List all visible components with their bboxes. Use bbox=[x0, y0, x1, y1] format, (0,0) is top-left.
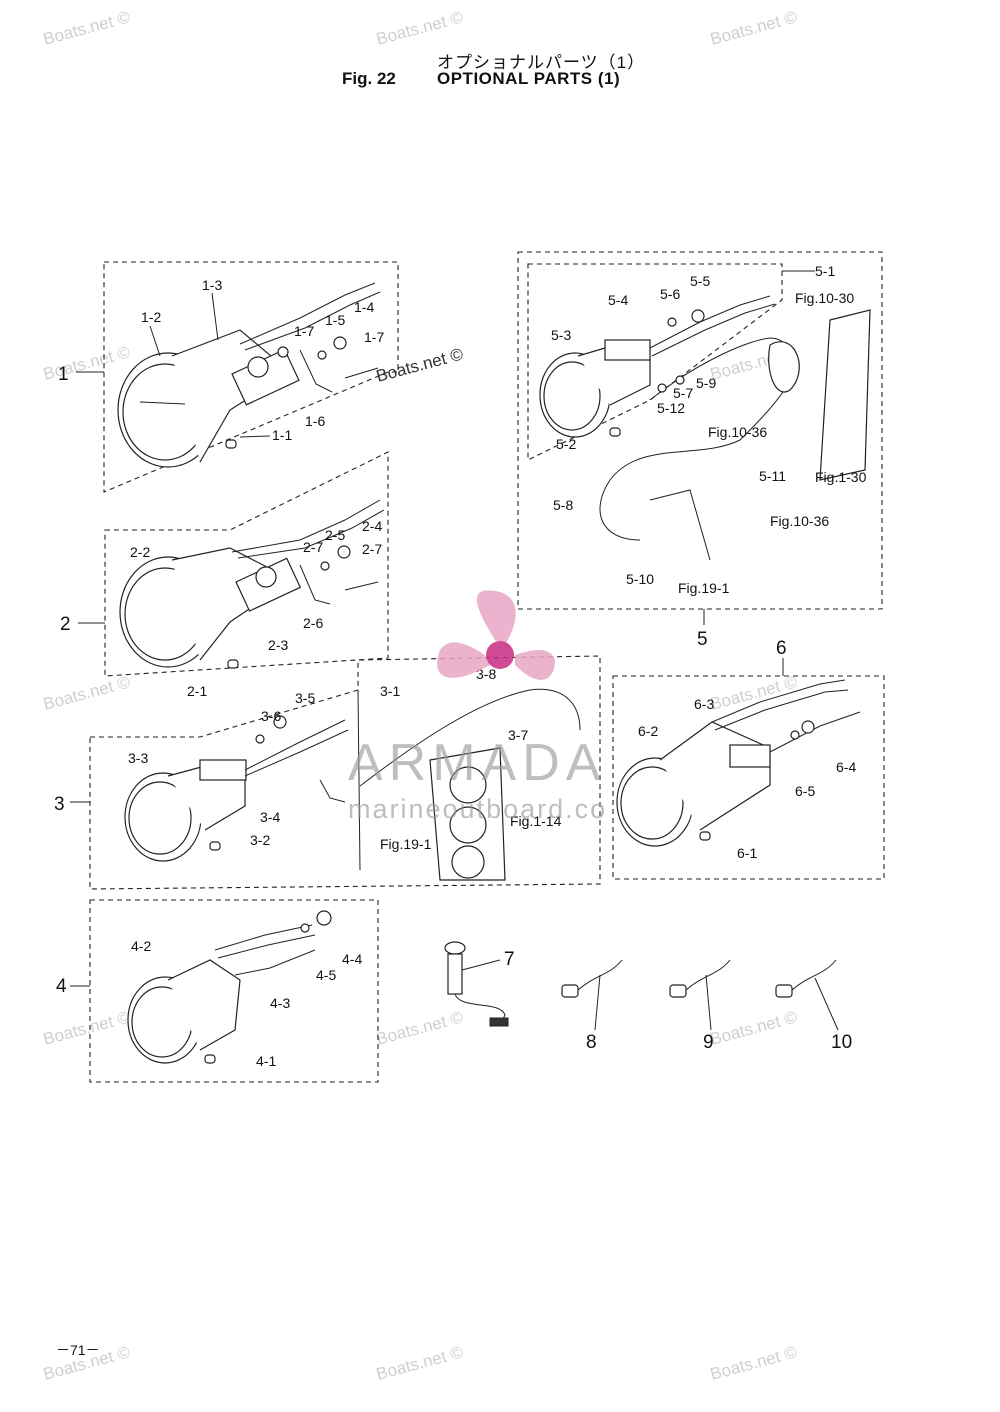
part-callout: 4-5 bbox=[316, 967, 336, 983]
reference-label: Fig.10-30 bbox=[795, 290, 854, 306]
part-callout: 3-8 bbox=[476, 666, 496, 682]
part-callout: 3-7 bbox=[508, 727, 528, 743]
part-callout: 3-6 bbox=[261, 708, 281, 724]
part-callout: 6-1 bbox=[737, 845, 757, 861]
item-7: 7 bbox=[444, 941, 515, 1027]
part-callout: 4-3 bbox=[270, 995, 290, 1011]
watermark-tagline: marineoutboard.co bbox=[348, 794, 607, 824]
assembly-4: 4 4-2 4-4 4-5 4-3 4-1 bbox=[56, 899, 379, 1083]
assembly-label-4: 4 bbox=[56, 976, 67, 997]
part-callout: 2-7 bbox=[362, 541, 382, 557]
reference-label: Fig.10-36 bbox=[770, 513, 829, 529]
figure-title-japanese: オプショナルパーツ（1） bbox=[437, 53, 646, 72]
figure-number: Fig. 22 bbox=[342, 69, 396, 88]
part-callout: 5-2 bbox=[556, 436, 576, 452]
assembly-label-2: 2 bbox=[60, 614, 71, 635]
part-callout: 4-1 bbox=[256, 1053, 276, 1069]
part-callout: 1-6 bbox=[305, 413, 325, 429]
part-callout: 2-3 bbox=[268, 637, 288, 653]
part-callout: 1-7 bbox=[364, 329, 384, 345]
page-number: －71－ bbox=[56, 1342, 100, 1358]
assembly-label-1: 1 bbox=[58, 364, 69, 385]
part-callout: 5-11 bbox=[759, 468, 786, 484]
part-callout: 5-1 bbox=[815, 263, 835, 279]
item-9: 9 bbox=[669, 959, 731, 1053]
reference-label: Fig.1-14 bbox=[510, 813, 562, 829]
part-callout: 5-7 bbox=[673, 385, 693, 401]
part-callout: 1-1 bbox=[272, 427, 292, 443]
item-label-10: 10 bbox=[831, 1032, 852, 1053]
part-callout: 1-7 bbox=[294, 323, 314, 339]
part-callout: 5-12 bbox=[657, 400, 685, 416]
part-callout: 3-5 bbox=[295, 690, 315, 706]
part-callout: 1-2 bbox=[141, 309, 161, 325]
watermark-text: Boats.net © bbox=[41, 1007, 132, 1049]
part-callout: 6-4 bbox=[836, 759, 856, 775]
figure-title: OPTIONAL PARTS (1) bbox=[437, 69, 621, 88]
watermark-layer: Boats.net © Boats.net © Boats.net © Boat… bbox=[41, 7, 799, 1384]
part-callout: 5-4 bbox=[608, 292, 628, 308]
watermark-text: Boats.net © bbox=[708, 672, 799, 714]
part-callout: 5-3 bbox=[551, 327, 571, 343]
part-callout: 2-7 bbox=[303, 539, 323, 555]
item-10: 10 bbox=[775, 959, 852, 1053]
part-callout: 5-10 bbox=[626, 571, 654, 587]
watermark-text: Boats.net © bbox=[374, 7, 465, 49]
watermark-text: Boats.net © bbox=[374, 1007, 465, 1049]
part-callout: 5-5 bbox=[690, 273, 710, 289]
watermark-text: Boats.net © bbox=[708, 1342, 799, 1384]
assembly-label-6: 6 bbox=[776, 638, 787, 659]
item-label-7: 7 bbox=[504, 949, 515, 970]
part-callout: 2-4 bbox=[362, 518, 382, 534]
assembly-2: 2 2-2 2-4 2-5 2-7 2-7 2-6 2-3 2-1 bbox=[60, 451, 389, 699]
part-callout: 6-5 bbox=[795, 783, 815, 799]
watermark-text: Boats.net © bbox=[708, 7, 799, 49]
part-callout: 5-9 bbox=[696, 375, 716, 391]
watermark-text: Boats.net © bbox=[708, 1007, 799, 1049]
watermark-text: Boats.net © bbox=[41, 7, 132, 49]
assembly-label-5: 5 bbox=[697, 629, 708, 650]
part-callout: 3-4 bbox=[260, 809, 280, 825]
part-callout: 1-3 bbox=[202, 277, 222, 293]
reference-label: Fig.10-36 bbox=[708, 424, 767, 440]
item-8: 8 bbox=[561, 959, 623, 1053]
watermark-text-dark: Boats.net © bbox=[374, 344, 465, 386]
reference-label: Fig.1-30 bbox=[815, 469, 867, 485]
part-callout: 1-4 bbox=[354, 299, 374, 315]
part-callout: 2-2 bbox=[130, 544, 150, 560]
part-callout: 6-3 bbox=[694, 696, 714, 712]
watermark-text: Boats.net © bbox=[374, 1342, 465, 1384]
watermark-text: Boats.net © bbox=[41, 342, 132, 384]
watermark-text: Boats.net © bbox=[41, 672, 132, 714]
reference-label: Fig.19-1 bbox=[380, 836, 432, 852]
part-callout: 2-5 bbox=[325, 527, 345, 543]
assembly-1: 1 1-3 1-2 1-4 1-5 1-7 1-7 1-6 1-1 bbox=[58, 261, 399, 493]
part-callout: 4-2 bbox=[131, 938, 151, 954]
assembly-6: 6 6-3 6-2 6-4 6-5 6-1 bbox=[612, 638, 885, 880]
assembly-5: 5 5-1 5-4 5-6 5-5 5-3 5-7 5-9 5-12 5-2 5… bbox=[517, 251, 883, 650]
part-callout: 3-1 bbox=[380, 683, 400, 699]
part-callout: 3-3 bbox=[128, 750, 148, 766]
part-callout: 4-4 bbox=[342, 951, 362, 967]
part-callout: 5-8 bbox=[553, 497, 573, 513]
part-callout: 3-2 bbox=[250, 832, 270, 848]
reference-label: Fig.19-1 bbox=[678, 580, 730, 596]
part-callout: 5-6 bbox=[660, 286, 680, 302]
item-label-9: 9 bbox=[703, 1032, 714, 1053]
armada-logo: ARMADA marineoutboard.co bbox=[348, 590, 607, 824]
assembly-label-3: 3 bbox=[54, 794, 65, 815]
watermark-brand: ARMADA bbox=[348, 734, 606, 792]
assembly-3: 3 3-1 3-8 3-5 3-6 3-7 3-3 3-4 3-2 Fig.19… bbox=[54, 655, 601, 890]
item-label-8: 8 bbox=[586, 1032, 597, 1053]
part-callout: 1-5 bbox=[325, 312, 345, 328]
part-callout: 2-6 bbox=[303, 615, 323, 631]
part-callout: 2-1 bbox=[187, 683, 207, 699]
part-callout: 6-2 bbox=[638, 723, 658, 739]
